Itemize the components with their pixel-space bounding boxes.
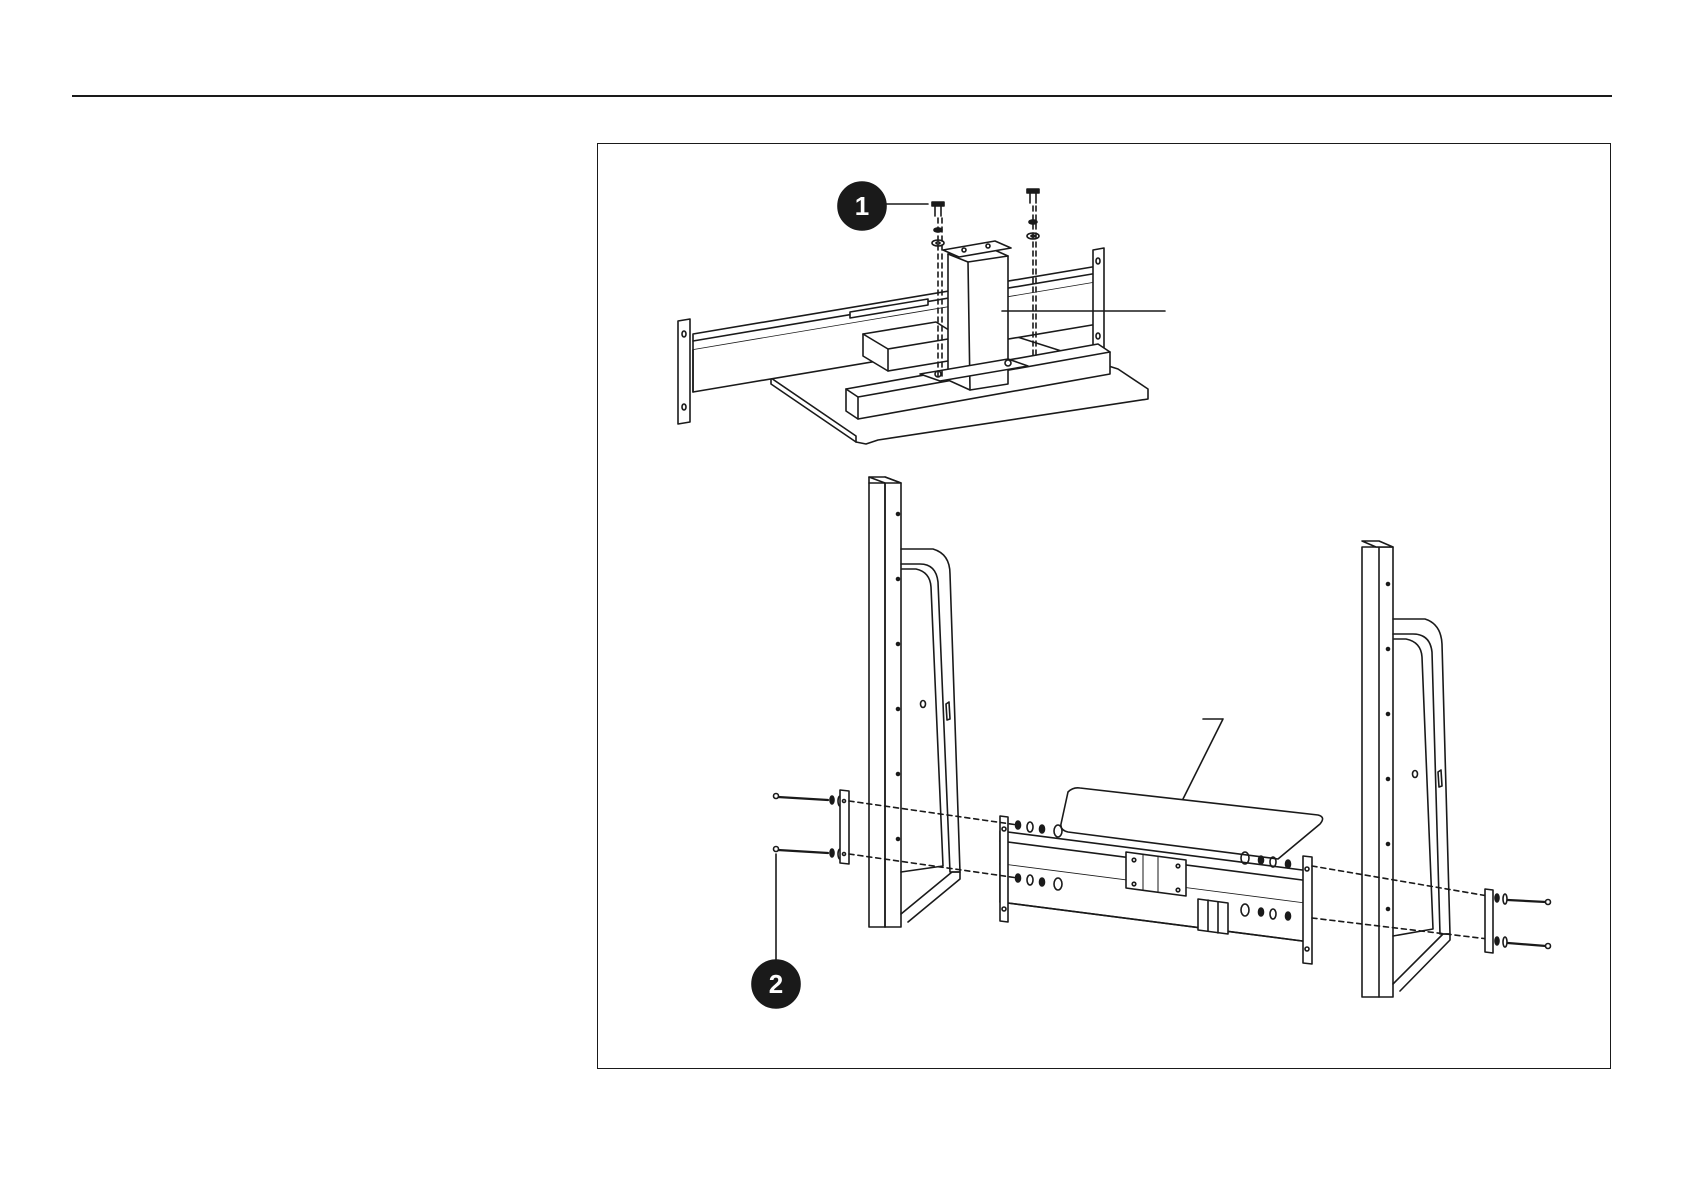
header-rule bbox=[72, 95, 1612, 97]
lower-assembly-illustration bbox=[869, 477, 1450, 997]
left-side-frame bbox=[869, 477, 960, 927]
assembly-figure: 1 bbox=[597, 143, 1611, 1069]
screw-icon bbox=[932, 202, 944, 206]
upper-assembly-illustration bbox=[678, 241, 1165, 444]
svg-text:1: 1 bbox=[855, 191, 869, 221]
washer-icon bbox=[830, 796, 834, 804]
bolt-icon bbox=[778, 797, 828, 800]
left-end-plate bbox=[678, 319, 690, 424]
step-1-badge: 1 bbox=[838, 182, 928, 230]
step-2-badge: 2 bbox=[752, 854, 800, 1008]
right-bracket-plate bbox=[1485, 889, 1493, 953]
svg-text:2: 2 bbox=[769, 969, 783, 999]
